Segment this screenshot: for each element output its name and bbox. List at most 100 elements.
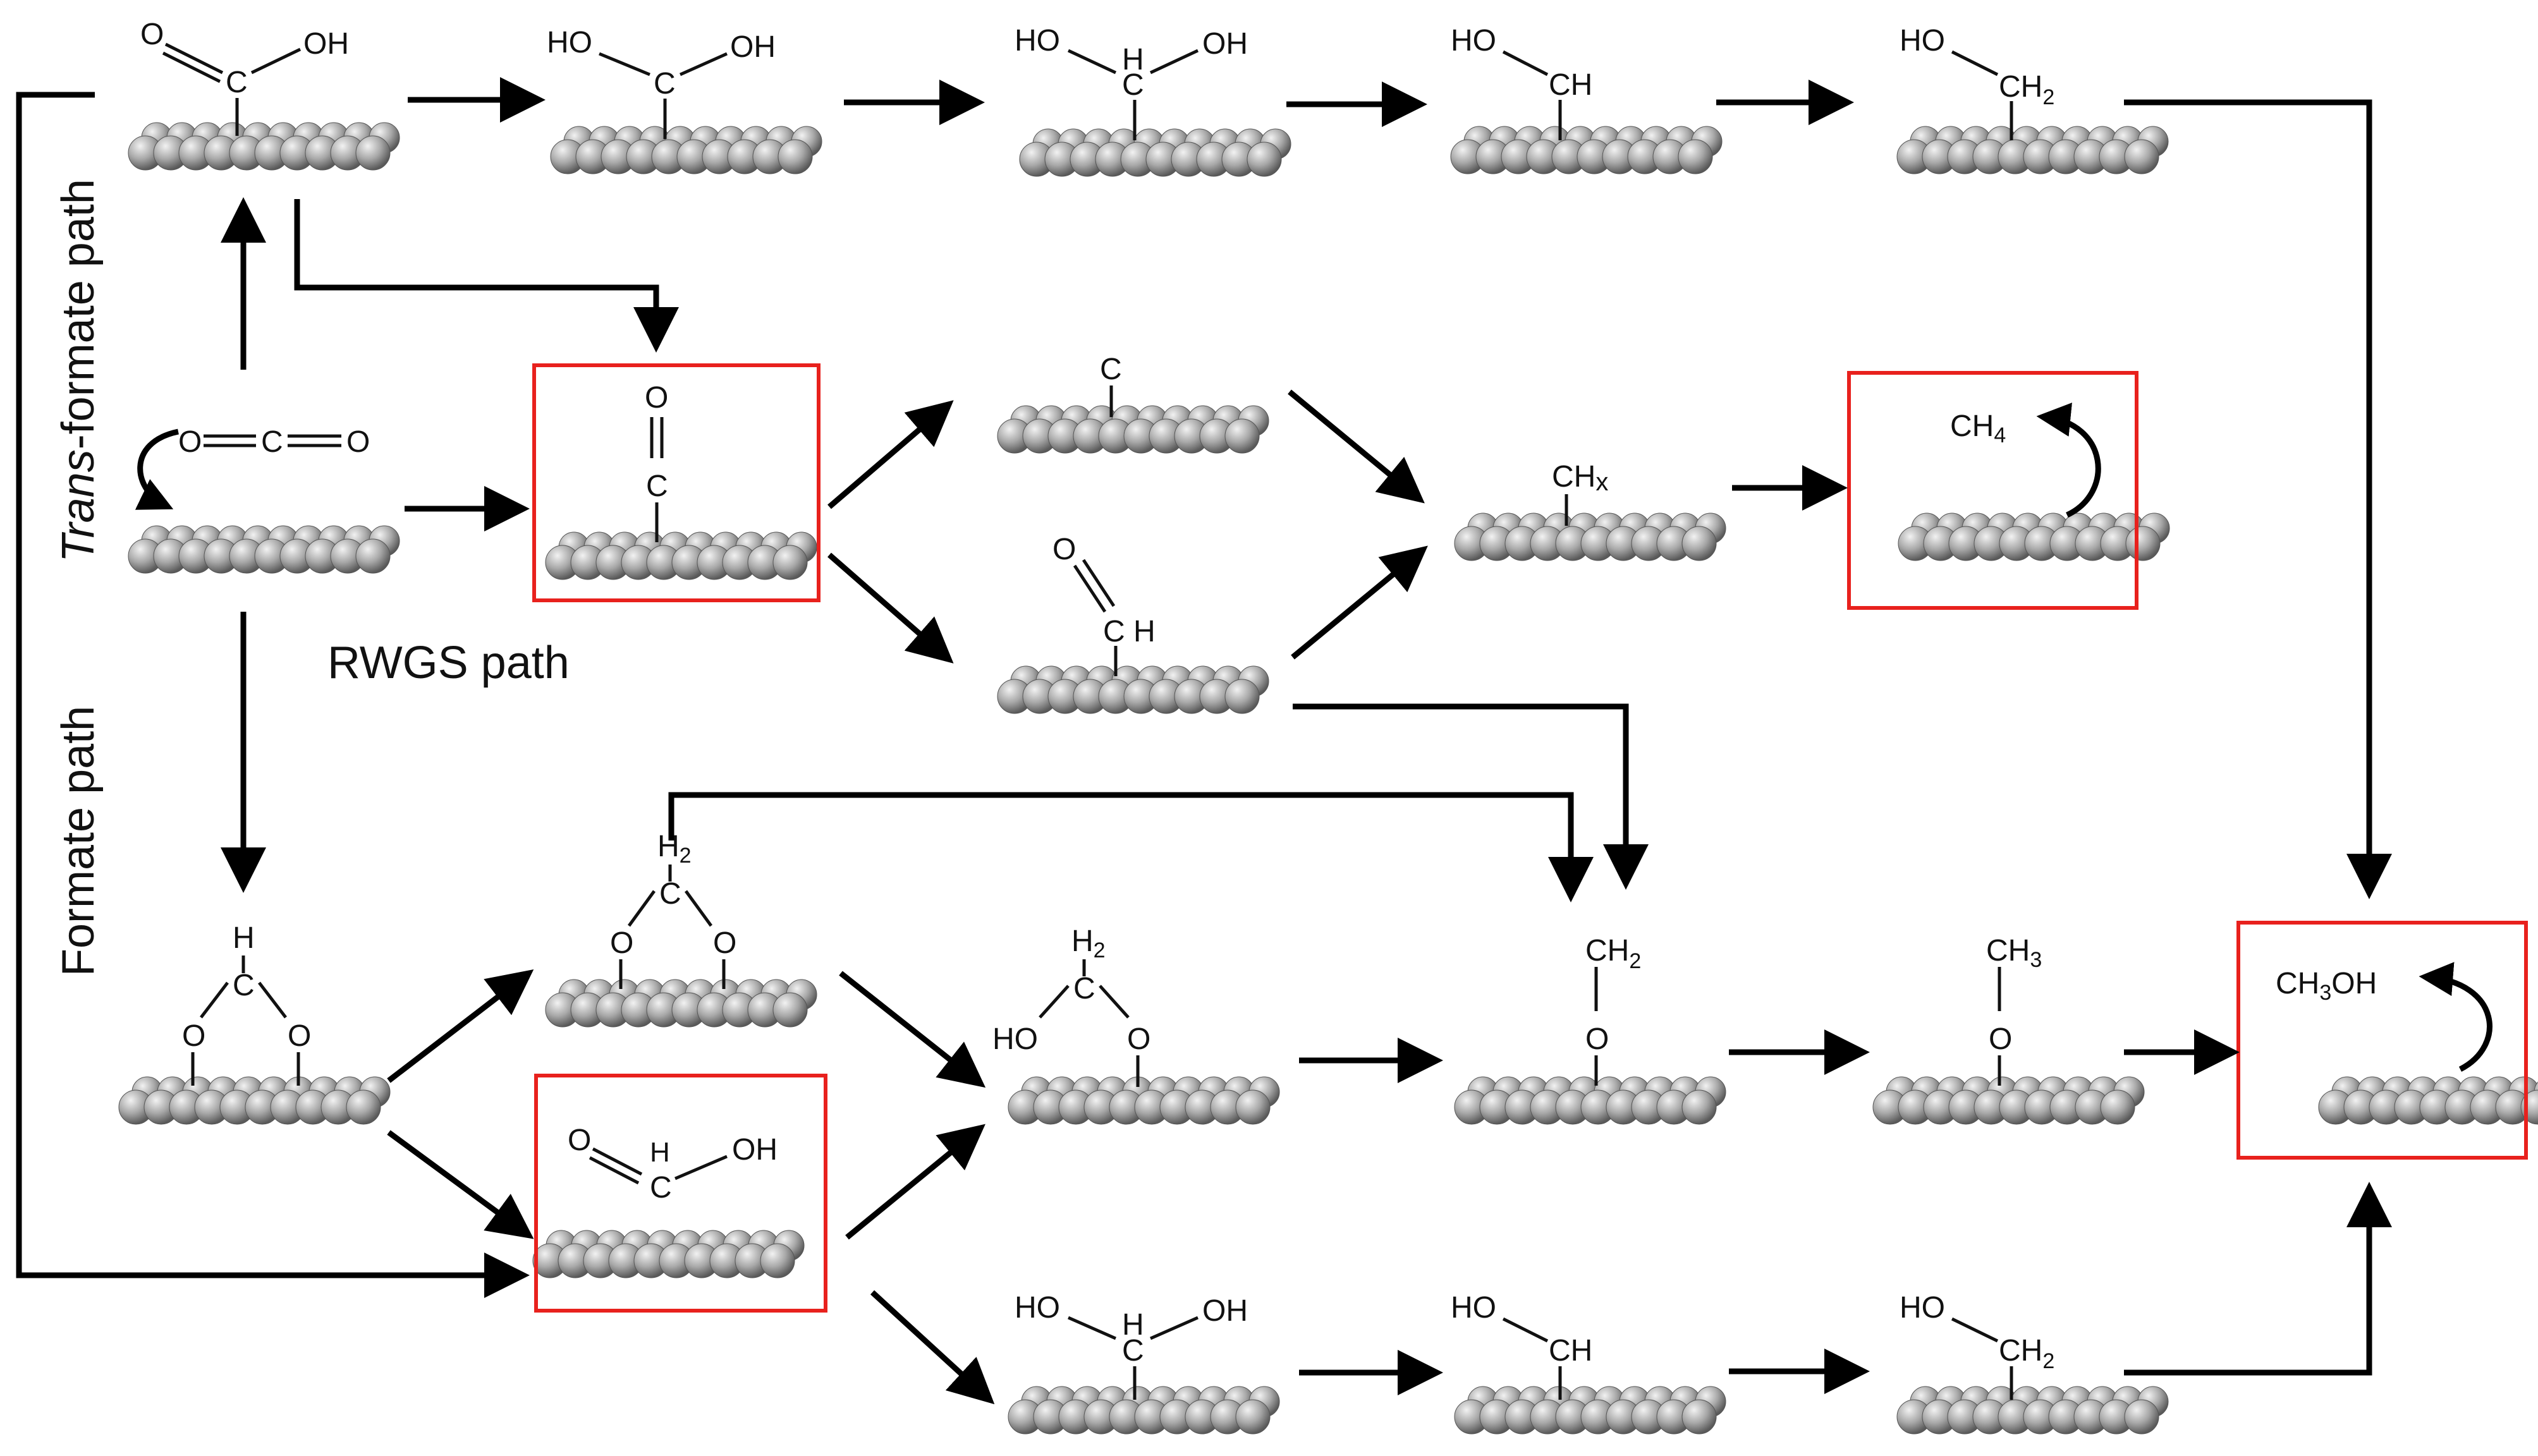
svg-text:C: C <box>1122 1334 1144 1368</box>
molecule-h2co: CH2 O <box>1585 934 1641 1086</box>
svg-text:CH3OH: CH3OH <box>2276 967 2377 1005</box>
svg-text:O: O <box>288 1019 311 1053</box>
svg-text:C H: C H <box>1103 615 1156 648</box>
highlight-box-hcooh <box>534 1074 827 1313</box>
svg-text:C: C <box>233 969 255 1002</box>
svg-text:OH: OH <box>1202 1294 1248 1328</box>
svg-text:C: C <box>654 67 676 100</box>
svg-text:OH: OH <box>303 27 349 61</box>
catalyst-surface <box>1454 1076 1726 1125</box>
molecule-hco: O C H <box>1052 533 1156 676</box>
svg-text:H2: H2 <box>1071 925 1106 962</box>
highlight-box-co <box>532 363 821 602</box>
svg-text:O: O <box>568 1124 591 1157</box>
svg-text:C: C <box>1100 353 1122 386</box>
surface-atom <box>1224 679 1260 714</box>
catalyst-surface <box>1454 513 1726 561</box>
surface-atom <box>772 545 808 580</box>
molecule-co2: O C O <box>178 425 370 459</box>
svg-text:CH4: CH4 <box>1950 410 2006 447</box>
svg-text:CH: CH <box>1549 68 1592 102</box>
surface-atom <box>772 992 808 1028</box>
molecule-hoch2-top: HO CH2 <box>1900 24 2054 140</box>
surface-atom <box>1681 1399 1717 1435</box>
svg-text:C: C <box>659 877 681 911</box>
catalyst-surface <box>1896 1386 2169 1435</box>
surface-atom <box>2124 139 2159 174</box>
svg-text:O: O <box>1585 1022 1609 1056</box>
svg-text:O: O <box>645 381 668 415</box>
surface-atom <box>1235 1399 1271 1435</box>
catalyst-surface <box>1008 1076 1280 1125</box>
svg-text:O: O <box>140 18 164 51</box>
svg-text:O: O <box>713 926 736 960</box>
svg-text:CHx: CHx <box>1552 460 1608 496</box>
surface-atom <box>1235 1089 1271 1125</box>
catalyst-surface <box>1872 1076 2145 1125</box>
molecule-hoch-bottom: HO CH <box>1451 1291 1592 1400</box>
surface-atom <box>778 139 813 174</box>
molecule-hohcoh: HO H C OH <box>1015 24 1248 140</box>
svg-text:HO: HO <box>1900 1291 1945 1325</box>
svg-text:O: O <box>1052 533 1076 566</box>
molecule-h2cooh: H2 C HO O <box>992 925 1150 1087</box>
svg-text:OH: OH <box>732 1133 778 1167</box>
molecule-chx: CHx <box>1552 460 1608 526</box>
svg-text:HO: HO <box>992 1022 1038 1056</box>
svg-text:H: H <box>1122 1308 1144 1342</box>
surface-atom <box>1681 1089 1717 1125</box>
svg-text:O: O <box>1127 1022 1150 1056</box>
svg-text:CH3: CH3 <box>1986 934 2042 972</box>
formate-path-label: Formate path <box>53 706 104 976</box>
surface-atom <box>1678 139 1713 174</box>
molecule-c: C <box>1100 353 1122 417</box>
reaction-arrows <box>16 77 2492 1405</box>
catalyst-surface <box>545 531 817 580</box>
catalyst-surface <box>1019 128 1291 177</box>
svg-text:HO: HO <box>1015 1291 1060 1325</box>
molecule-ch4: CH4 <box>1950 410 2006 447</box>
catalyst-surfaces <box>118 122 2538 1435</box>
catalyst-surface <box>118 1076 391 1125</box>
svg-text:O: O <box>610 926 633 960</box>
catalyst-surface <box>1454 1386 1726 1435</box>
catalyst-surface <box>532 1230 805 1278</box>
svg-text:CH2: CH2 <box>1585 934 1641 973</box>
catalyst-surface <box>550 126 822 174</box>
catalyst-surface <box>1008 1386 1280 1435</box>
catalyst-surface <box>545 979 817 1028</box>
svg-text:OH: OH <box>1202 27 1248 61</box>
catalyst-surface <box>128 525 400 574</box>
molecule-hocoh: HO C OH <box>547 26 776 139</box>
svg-text:O: O <box>182 1019 205 1053</box>
molecule-cooh: O C OH <box>140 18 349 136</box>
trans-formate-path-label: Trans-formate path <box>53 179 104 562</box>
surface-atom <box>1681 526 1717 561</box>
svg-text:H: H <box>650 1137 670 1168</box>
molecule-hcooh: O H C OH <box>568 1124 778 1204</box>
svg-text:C: C <box>261 425 283 459</box>
surface-atom <box>2125 526 2161 561</box>
svg-text:H2: H2 <box>657 830 692 868</box>
surface-atom <box>1224 418 1260 454</box>
highlight-box-ch4 <box>1847 371 2138 610</box>
molecule-ch3o: CH3 O <box>1986 934 2042 1086</box>
svg-text:O: O <box>1989 1022 2012 1056</box>
svg-text:O: O <box>346 425 370 459</box>
catalyst-surface <box>997 405 1269 454</box>
svg-text:HO: HO <box>1900 24 1945 58</box>
svg-text:C: C <box>1122 68 1144 102</box>
molecule-hoch-top: HO CH <box>1451 24 1592 140</box>
svg-text:CH2: CH2 <box>1999 1334 2054 1373</box>
molecule-h2coo: H2 C O O <box>610 830 736 989</box>
rwgs-path-label: RWGS path <box>327 638 570 688</box>
svg-text:CH: CH <box>1549 1334 1592 1368</box>
surface-atom <box>1247 142 1282 177</box>
catalyst-surface <box>128 122 400 171</box>
molecule-hohcoh-bottom: HO H C OH <box>1015 1291 1248 1400</box>
surface-atom <box>760 1243 795 1278</box>
svg-text:C: C <box>646 470 668 503</box>
svg-text:C: C <box>650 1171 672 1204</box>
surface-atom <box>2100 1089 2135 1125</box>
molecule-ch3oh: CH3OH <box>2276 967 2377 1005</box>
